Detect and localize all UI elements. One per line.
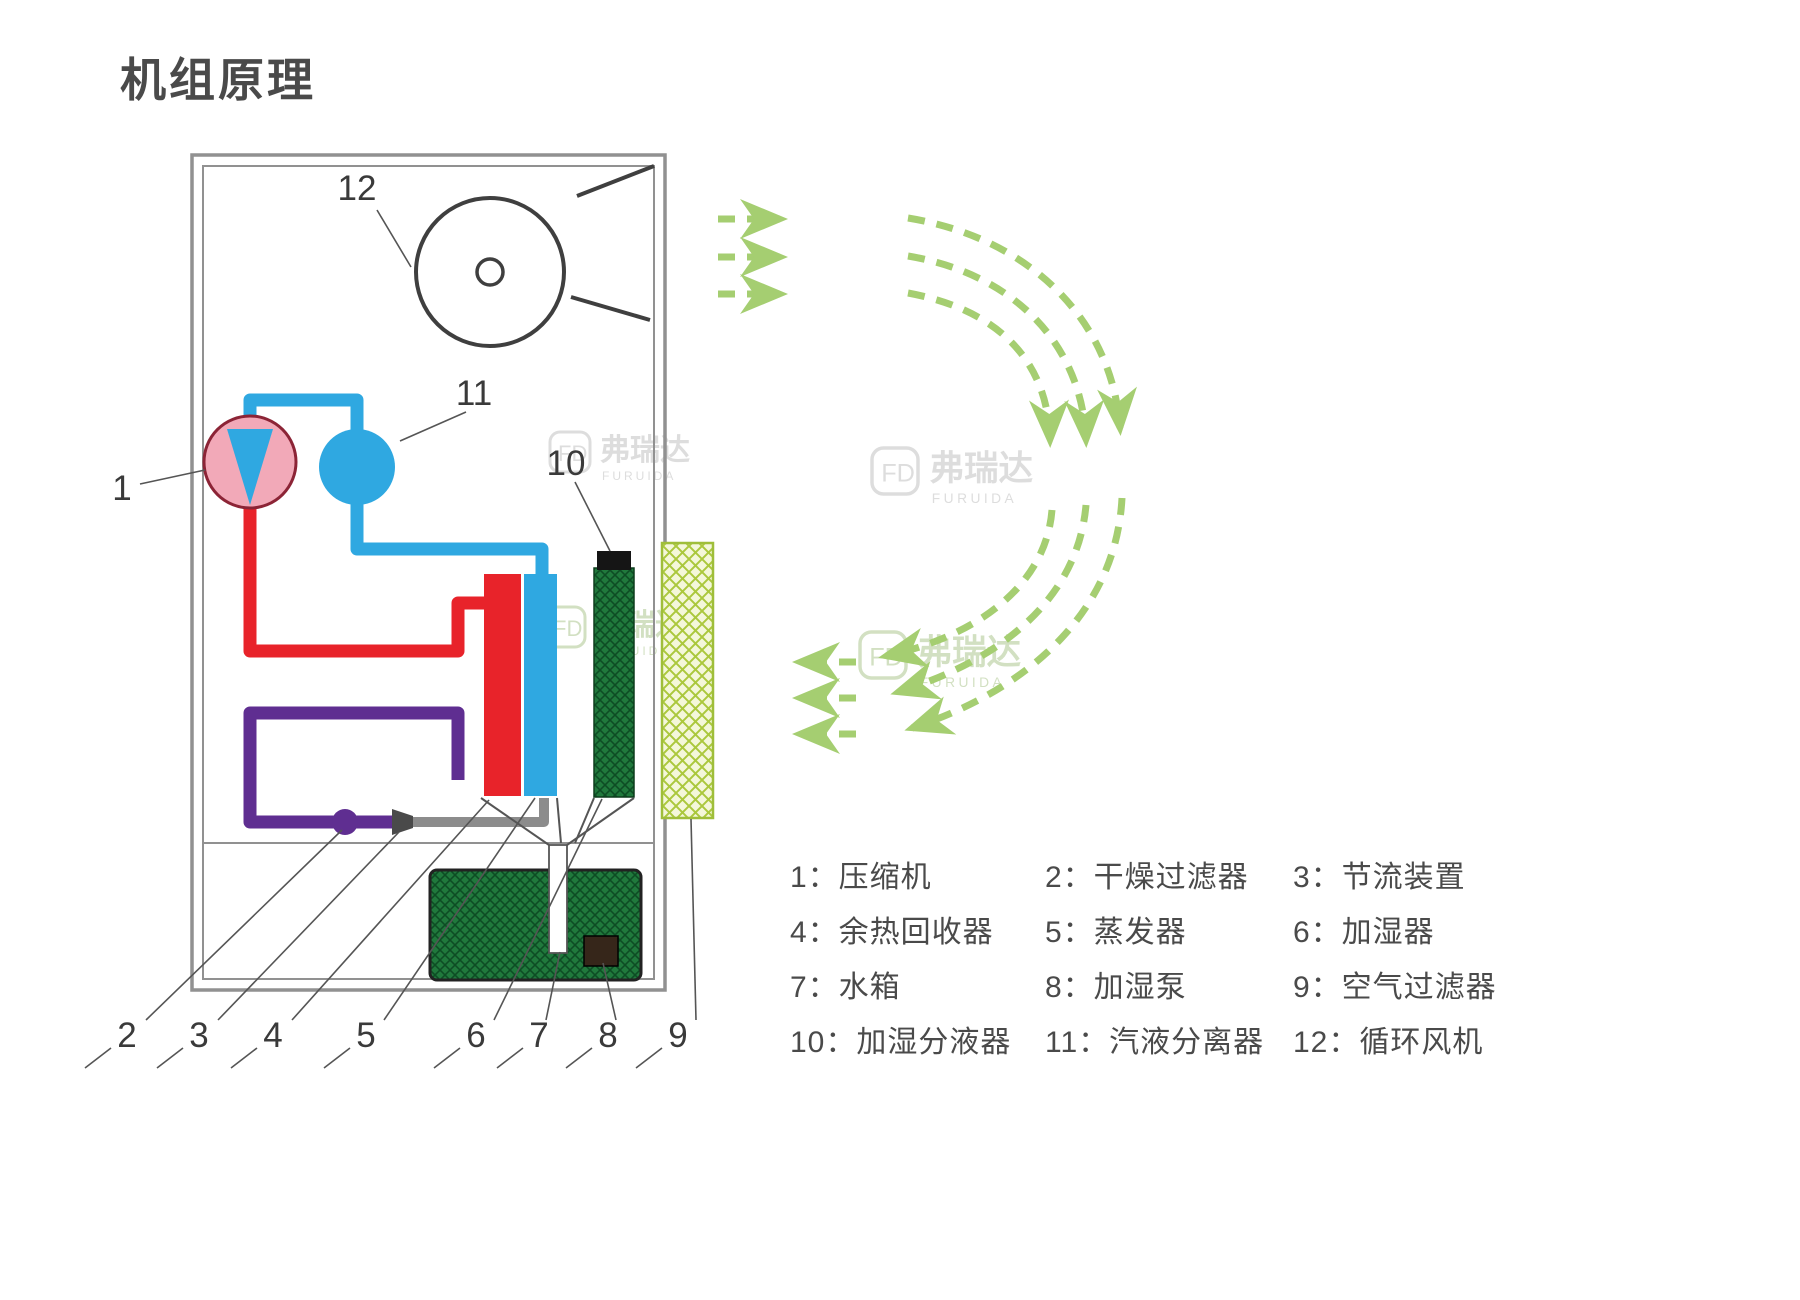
gas-liquid-separator bbox=[319, 429, 395, 505]
page-title: 机组原理 bbox=[120, 54, 316, 106]
legend-item-6: 6：加湿器 bbox=[1293, 916, 1435, 949]
humidifier-pad bbox=[593, 567, 635, 798]
legend-item-7: 7：水箱 bbox=[790, 971, 901, 1004]
legend-item-10: 10：加湿分液器 bbox=[790, 1026, 1012, 1059]
legend-item-8: 8：加湿泵 bbox=[1045, 971, 1187, 1004]
legend-item-11: 11：汽液分离器 bbox=[1045, 1026, 1265, 1059]
furuida-logo-watermark: FD 弗瑞达 FURUIDA bbox=[870, 446, 1034, 506]
expansion-outlet-pipe-gray bbox=[411, 798, 549, 827]
callout-4: 4 bbox=[263, 1016, 282, 1055]
humidifier-pump bbox=[583, 935, 619, 967]
compressor bbox=[202, 414, 298, 510]
watermark-mark: FD bbox=[558, 441, 587, 466]
callout-7: 7 bbox=[529, 1016, 548, 1055]
watermark-cn: 弗瑞达 bbox=[930, 450, 1034, 488]
callout-8: 8 bbox=[598, 1016, 617, 1055]
callout-11: 11 bbox=[456, 374, 492, 413]
watermark-mark: FD bbox=[881, 459, 915, 487]
legend-item-9: 9：空气过滤器 bbox=[1293, 971, 1497, 1004]
legend-item-5: 5：蒸发器 bbox=[1045, 916, 1187, 949]
callout-10: 10 bbox=[547, 444, 586, 483]
circulating-fan bbox=[414, 164, 655, 348]
callout-leaders bbox=[84, 209, 697, 1069]
supply-airflow-arrows bbox=[718, 199, 1137, 448]
watermark-en: FURUIDA bbox=[602, 469, 676, 483]
suction-pipe-cold bbox=[243, 393, 364, 434]
legend-item-1: 1：压缩机 bbox=[790, 861, 932, 894]
callout-2: 2 bbox=[117, 1016, 136, 1055]
air-filter bbox=[660, 541, 715, 820]
furuida-logo-watermark: FD 弗瑞达 FURUIDA bbox=[548, 430, 690, 483]
drain-spout-pipe bbox=[548, 844, 568, 954]
callout-9: 9 bbox=[668, 1016, 687, 1055]
watermark-cn: 弗瑞达 bbox=[600, 434, 690, 467]
watermark-mark: FD bbox=[869, 643, 903, 671]
return-airflow-arrows bbox=[792, 497, 1126, 754]
legend-item-2: 2：干燥过滤器 bbox=[1045, 861, 1249, 894]
callout-12: 12 bbox=[338, 169, 377, 208]
discharge-pipe-hot bbox=[243, 502, 486, 658]
legend-item-12: 12：循环风机 bbox=[1293, 1026, 1484, 1059]
legend-item-3: 3：节流装置 bbox=[1293, 861, 1466, 894]
callout-6: 6 bbox=[466, 1016, 485, 1055]
drying-filter bbox=[332, 809, 358, 835]
fan-outlet-top bbox=[576, 164, 655, 198]
condensate-funnel bbox=[480, 797, 635, 846]
compressor-valve-triangle bbox=[227, 429, 273, 505]
liquid-pipe-purple bbox=[243, 706, 465, 829]
evaporator-coil bbox=[524, 574, 557, 796]
throttling-device bbox=[392, 809, 413, 835]
callout-1: 1 bbox=[112, 469, 131, 508]
watermark-en: FURUIDA bbox=[932, 491, 1017, 506]
callout-3: 3 bbox=[189, 1016, 208, 1055]
legend: 1：压缩机 2：干燥过滤器 3：节流装置 4：余热回收器 5：蒸发器 6：加湿器… bbox=[790, 850, 1523, 1070]
suction-pipe-cold-2 bbox=[350, 502, 549, 576]
watermark-mark: FD bbox=[553, 616, 582, 641]
legend-item-4: 4：余热回收器 bbox=[790, 916, 994, 949]
callout-5: 5 bbox=[356, 1016, 375, 1055]
heat-recovery-coil bbox=[484, 574, 521, 796]
humidifier-distributor-cap bbox=[597, 551, 631, 570]
fan-outlet-bottom bbox=[570, 295, 651, 322]
